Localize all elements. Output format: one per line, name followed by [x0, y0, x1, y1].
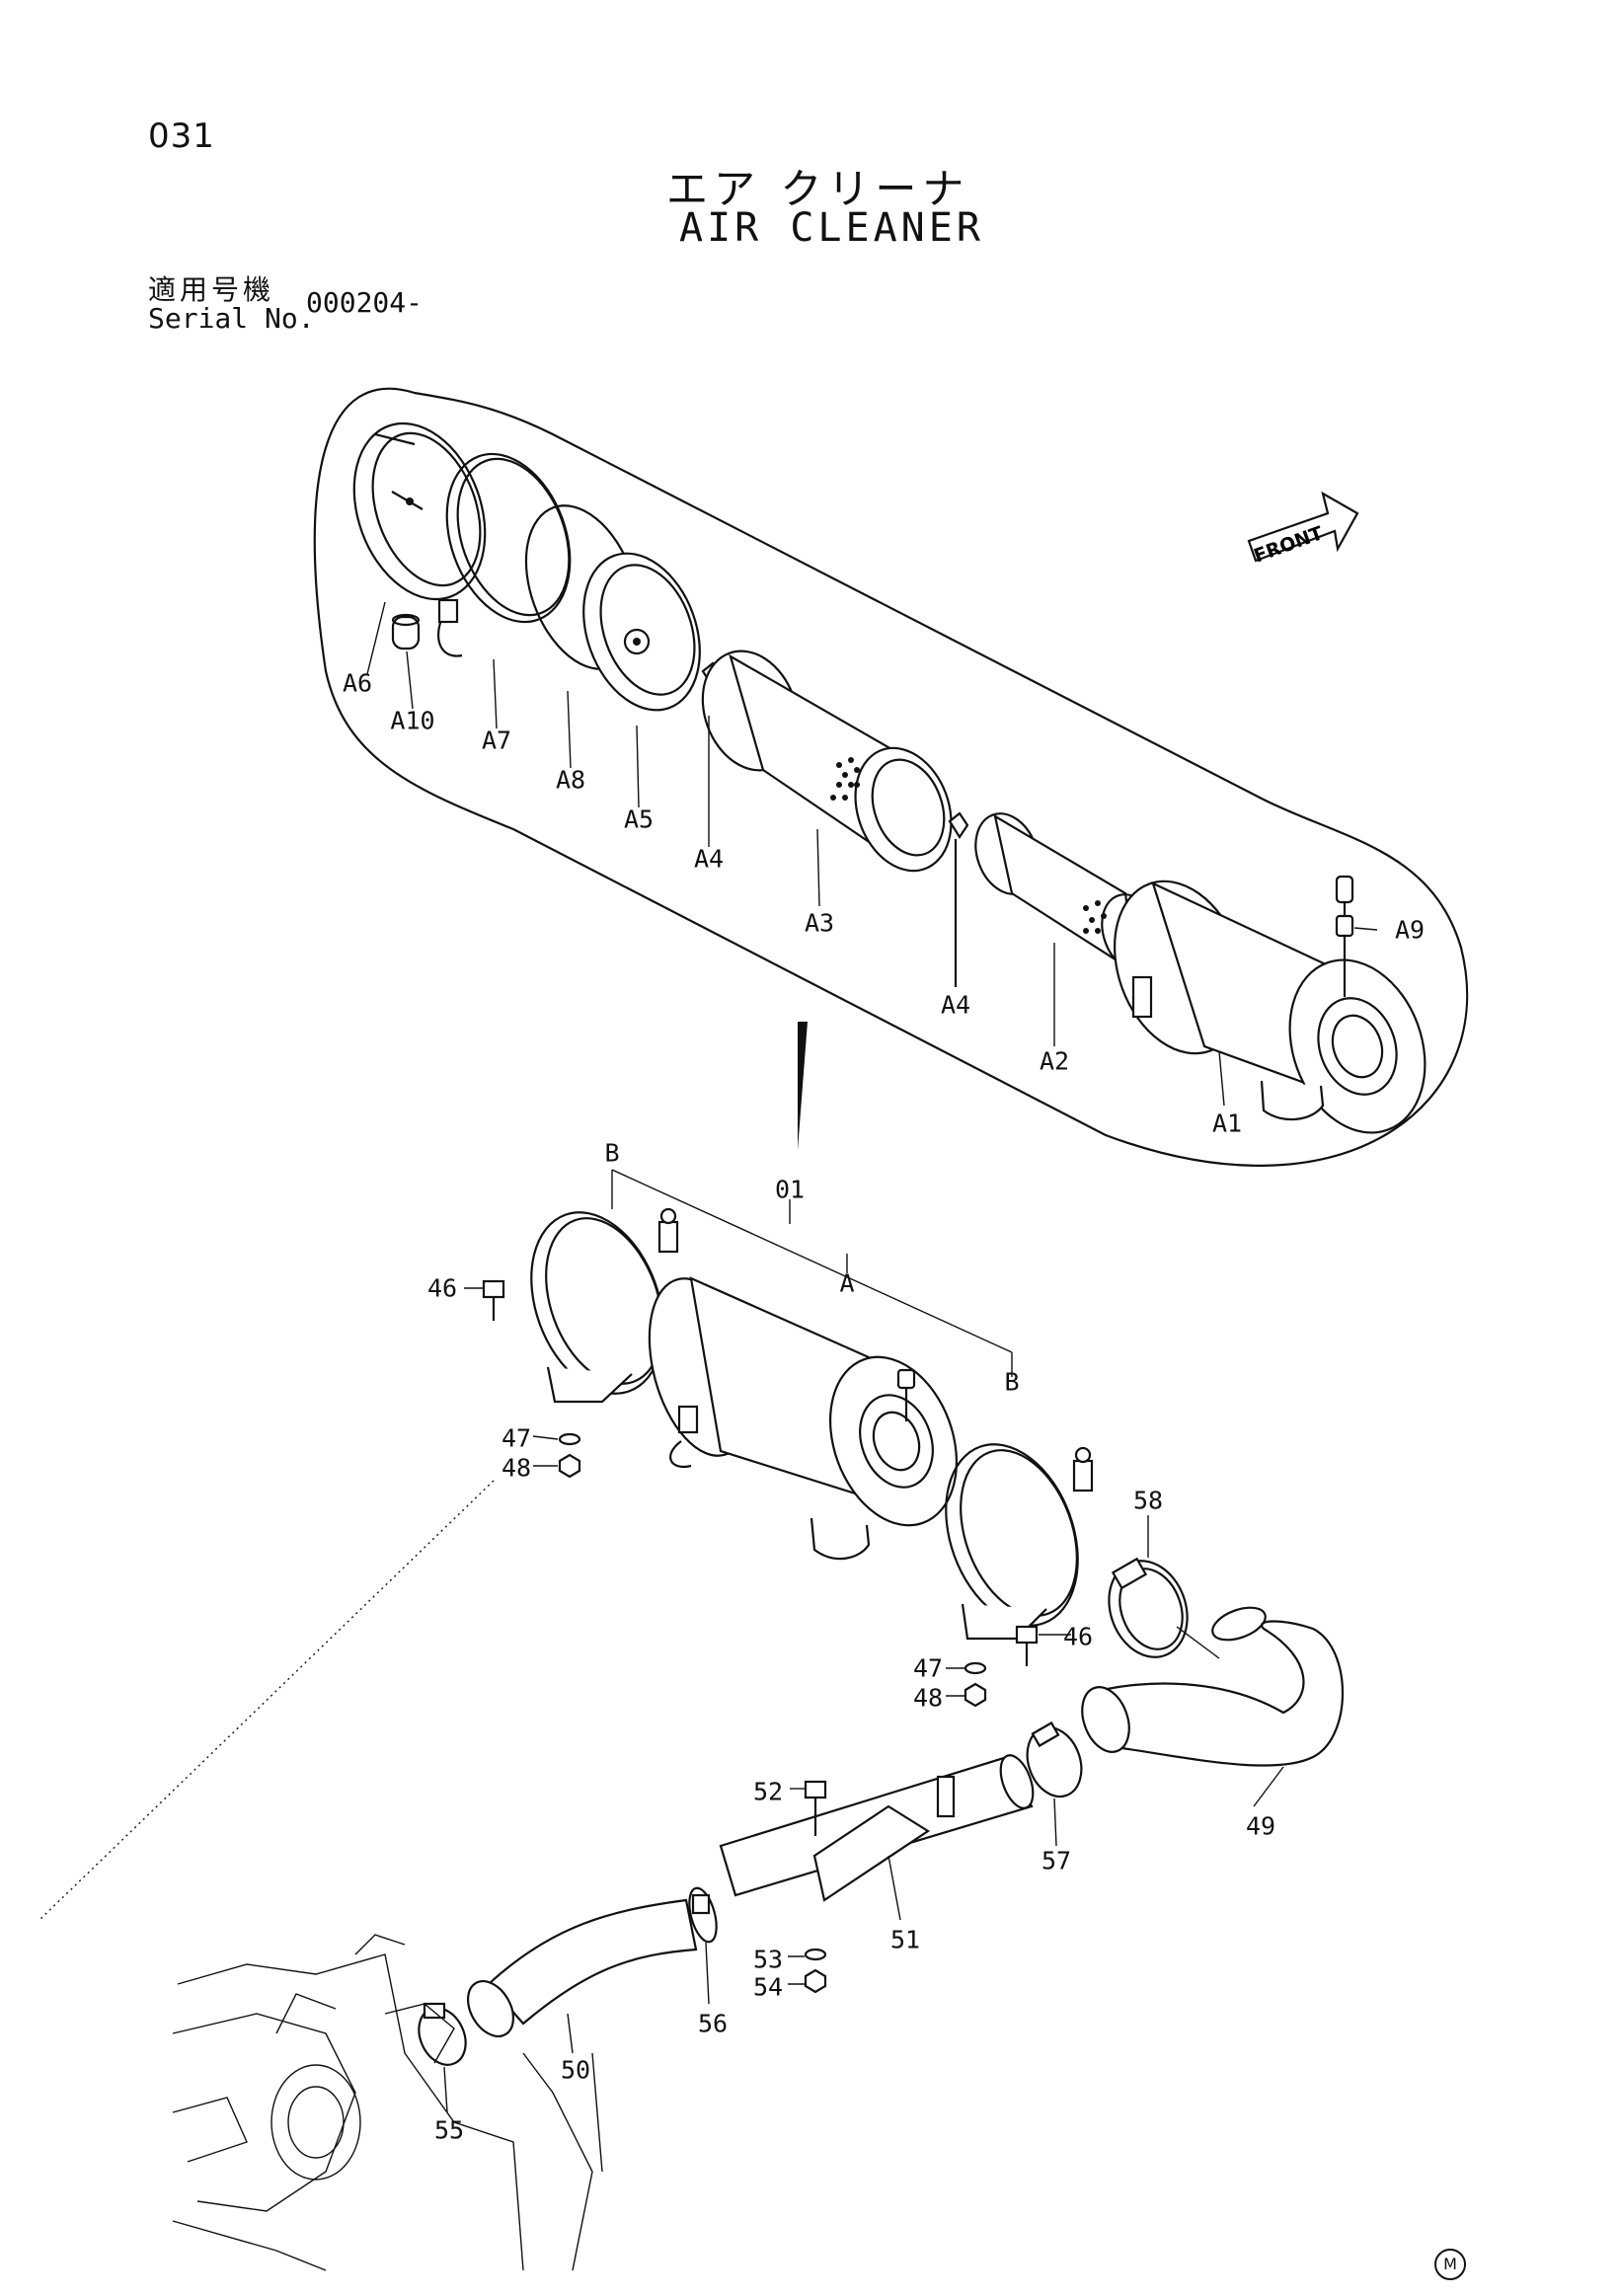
part-46-bolt-right	[1015, 1625, 1039, 1666]
part-a1-housing	[1114, 880, 1427, 1134]
part-51-pipe	[719, 1754, 1035, 1902]
callout-a4-lower: A4	[940, 990, 971, 1020]
part-b-band-left	[530, 1207, 679, 1404]
part-48-nut-right	[964, 1682, 987, 1708]
engine-sketch	[172, 1934, 603, 2271]
callout-50: 50	[560, 2055, 591, 2085]
callout-49: 49	[1245, 1811, 1276, 1841]
part-a7-clamp	[437, 452, 572, 657]
callout-52: 52	[752, 1777, 784, 1806]
part-a2-inner-element	[974, 812, 1162, 975]
callout-53: 53	[752, 1945, 784, 1974]
part-a4-wingnut-lower	[948, 811, 969, 987]
part-56-clamp	[688, 1886, 718, 1944]
callout-46-right: 46	[1062, 1622, 1094, 1651]
callout-57: 57	[1041, 1846, 1072, 1875]
assembly-pointer	[798, 1022, 808, 1150]
callout-a2: A2	[1039, 1046, 1070, 1076]
leader-lines	[39, 601, 1378, 2113]
callout-a10: A10	[390, 706, 435, 735]
part-cleaner-assembled	[648, 1276, 959, 1561]
part-a9-indicator	[1335, 875, 1354, 997]
front-arrow-icon: FRONT	[1247, 491, 1359, 568]
callout-a7: A7	[481, 726, 512, 755]
callout-b-right: B	[1004, 1367, 1020, 1397]
callout-a4-upper: A4	[693, 844, 725, 874]
callout-a-center: A	[839, 1268, 855, 1298]
part-a3-outer-element	[701, 650, 953, 873]
part-58-clamp	[1108, 1557, 1189, 1658]
callout-47-left: 47	[501, 1423, 532, 1453]
part-52-bolt	[804, 1780, 827, 1836]
part-a6-cover	[352, 421, 487, 601]
callout-48-left: 48	[501, 1453, 532, 1483]
part-a10-valve	[391, 613, 421, 651]
page-number: 031	[148, 116, 215, 156]
callout-55: 55	[433, 2115, 465, 2145]
callout-58: 58	[1132, 1486, 1164, 1515]
part-49-elbow-hose	[1081, 1606, 1345, 1767]
title-japanese: エア クリーナ	[666, 165, 970, 213]
callout-51: 51	[889, 1925, 921, 1954]
callout-a6: A6	[342, 668, 373, 698]
callout-01: 01	[774, 1175, 806, 1204]
callout-a5: A5	[623, 804, 655, 834]
callout-a8: A8	[555, 765, 586, 795]
callout-48-right: 48	[912, 1683, 944, 1713]
part-b-band-right	[945, 1443, 1094, 1641]
part-46-bolt-left	[482, 1279, 505, 1321]
part-55-clamp	[418, 2002, 467, 2066]
assembly-bracket-lines	[611, 1169, 1013, 1377]
title-english: AIR CLEANER	[679, 205, 984, 251]
part-54-nut	[804, 1968, 827, 1994]
callout-a3: A3	[804, 908, 835, 938]
part-53-washer	[804, 1948, 827, 1961]
subassembly-outline	[313, 387, 1469, 1167]
part-50-hose	[466, 1898, 698, 2037]
callout-54: 54	[752, 1972, 784, 2002]
serial-label-japanese: 適用号機	[148, 273, 275, 306]
callout-a9: A9	[1394, 915, 1426, 945]
part-48-nut-left	[558, 1453, 581, 1479]
callout-47-right: 47	[912, 1653, 944, 1683]
callout-56: 56	[697, 2009, 729, 2038]
serial-label-english: Serial No.	[148, 302, 315, 335]
part-a5-cap	[582, 552, 701, 712]
part-47-washer-right	[964, 1661, 987, 1675]
serial-number-value: 000204-	[306, 286, 424, 319]
callout-a1: A1	[1211, 1109, 1243, 1138]
part-57-clamp	[1026, 1721, 1083, 1799]
callout-46-left: 46	[426, 1273, 458, 1303]
part-47-washer-left	[558, 1432, 581, 1446]
callout-b-left: B	[604, 1138, 620, 1168]
footer-mark: M	[1434, 2249, 1466, 2280]
